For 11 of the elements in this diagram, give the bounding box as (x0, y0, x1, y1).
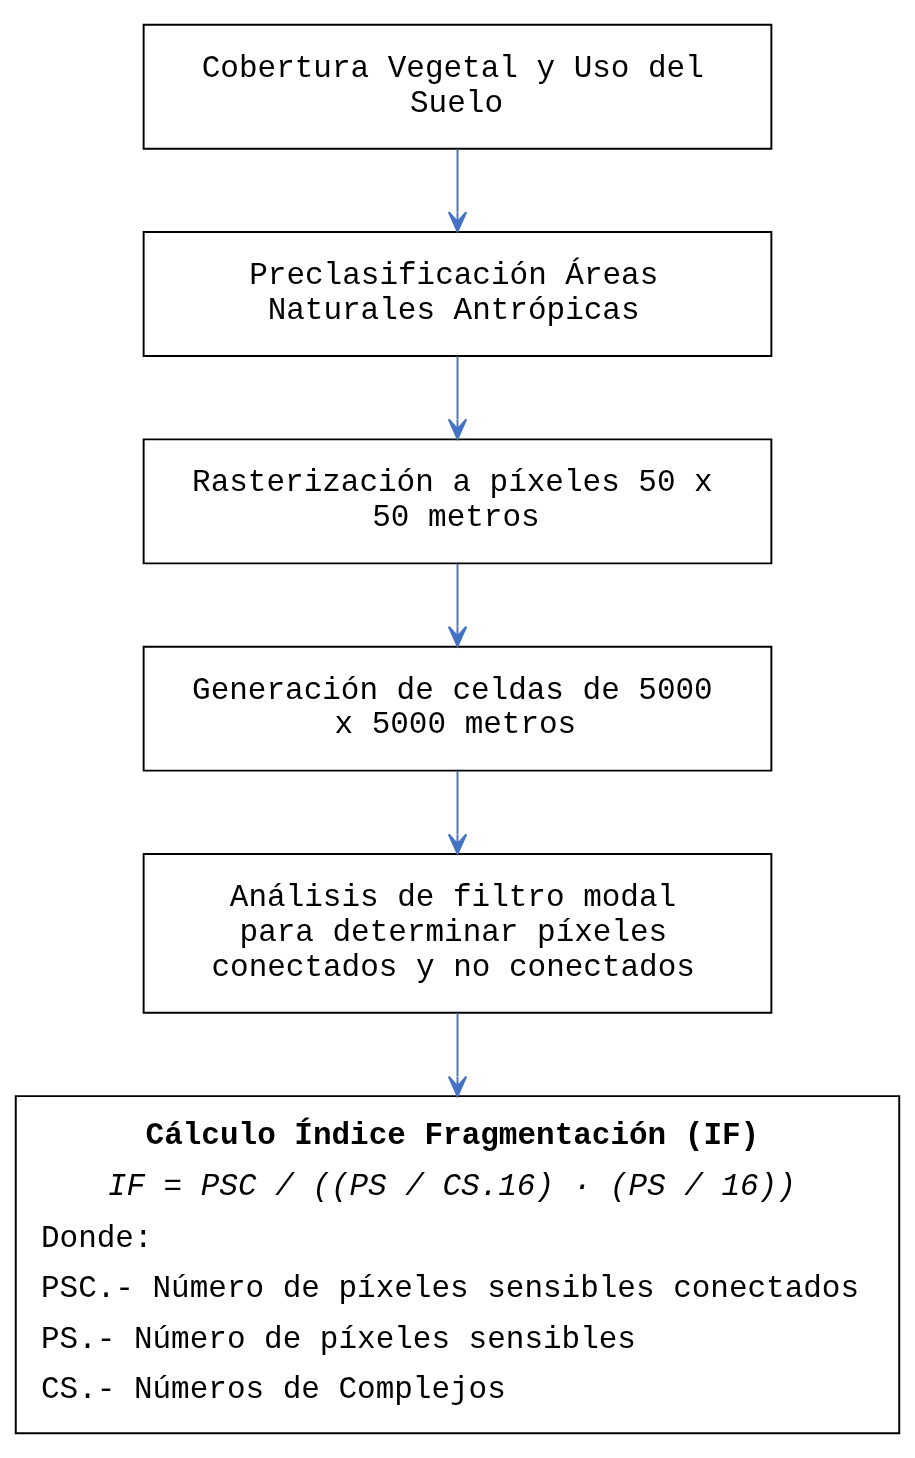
node-box: Análisis de filtro modal para determinar píxeles conectados y no conectados (142, 853, 773, 1014)
node-box: Preclasificación Áreas Naturales Antrópicas (142, 231, 773, 358)
arrow (447, 1011, 468, 1098)
arrow (447, 770, 468, 855)
arrow (447, 355, 468, 440)
node-box: Cobertura Vegetal y Uso del Suelo (142, 23, 773, 150)
node-box: Rasterización a píxeles 50 x 50 metros (142, 438, 773, 565)
node-box: Cálculo Índice Fragmentación (IF) IF = PSC / ((PS / CS.16) · (PS / 16)) Donde: PSC.- Número de píxeles sensibles conectados PS.- Número de píxeles sensibles CS.- Números de Complejos (14, 1095, 901, 1435)
node-box: Generación de celdas de 5000 x 5000 metros (142, 645, 773, 772)
arrow (447, 148, 468, 233)
arrow (447, 562, 468, 648)
